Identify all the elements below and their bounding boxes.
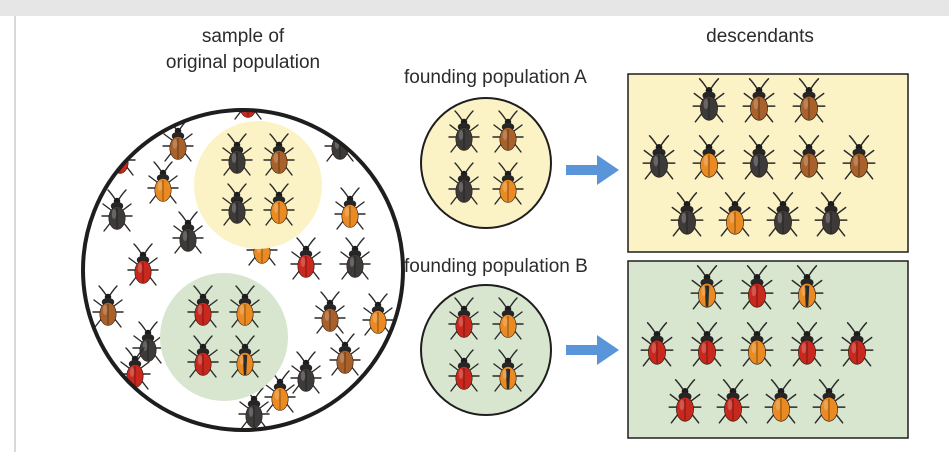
arrow-b-right-icon xyxy=(566,335,619,365)
founding-b-circle xyxy=(421,285,551,415)
arrow-a-right-icon xyxy=(566,155,619,185)
founding-a-circle xyxy=(421,98,551,228)
subgroup-a-circle xyxy=(194,121,322,249)
founding-population-a xyxy=(421,98,551,228)
founding-population-b xyxy=(421,285,551,415)
subgroup-b-circle xyxy=(160,273,288,401)
original-population-sample xyxy=(83,78,403,430)
